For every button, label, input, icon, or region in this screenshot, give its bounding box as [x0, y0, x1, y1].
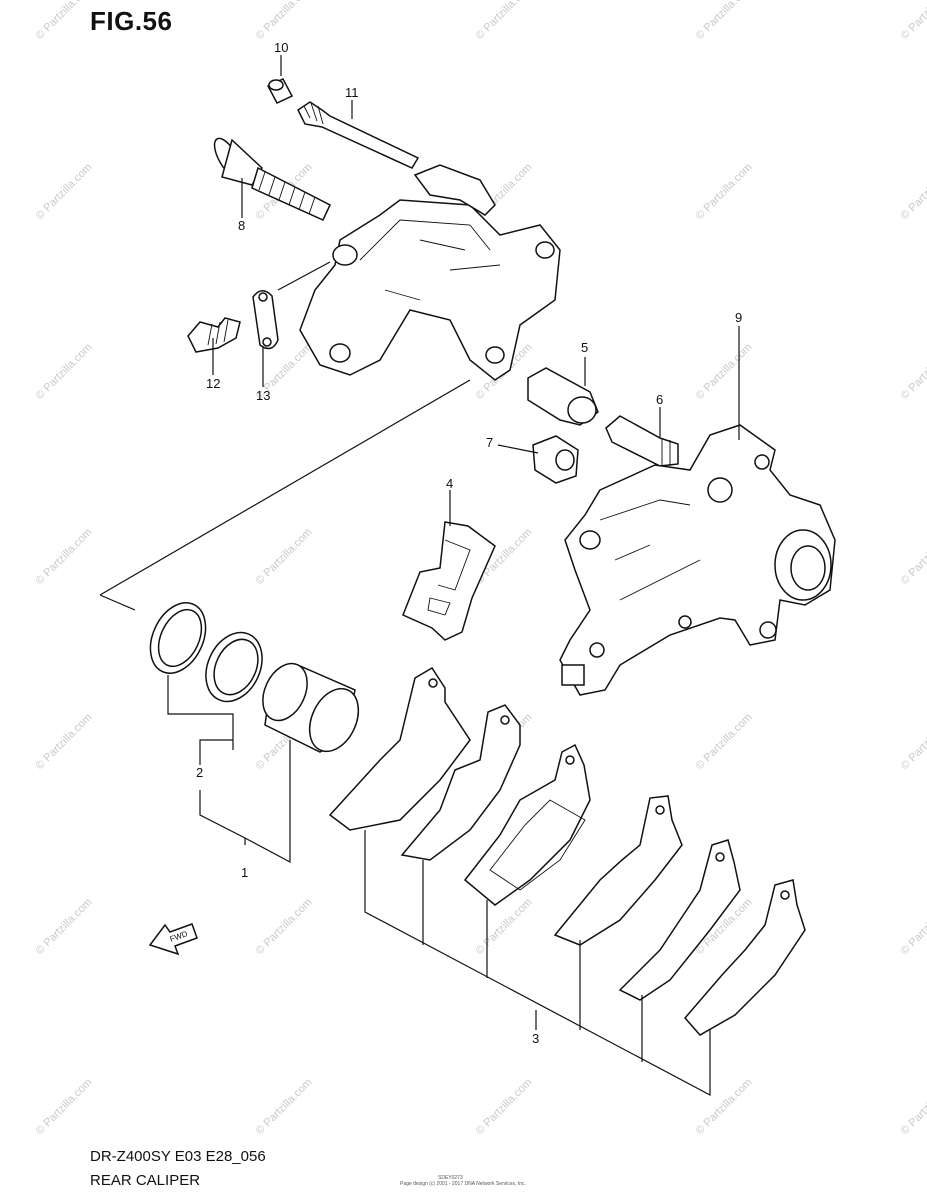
label-8: 8	[238, 218, 245, 233]
label-5: 5	[581, 340, 588, 355]
part-12-bleeder-valve[interactable]	[187, 317, 241, 353]
leader-lines	[99, 55, 740, 1096]
caliper-body[interactable]	[299, 164, 561, 381]
label-12: 12	[206, 376, 220, 391]
fwd-arrow-icon: FWD	[148, 923, 198, 956]
label-1: 1	[241, 865, 248, 880]
watermark-3-4: © Partzilla.com	[899, 526, 927, 587]
part-13-clip[interactable]	[252, 290, 279, 350]
watermark-6-2: © Partzilla.com	[474, 1076, 535, 1137]
watermark-2-3: © Partzilla.com	[694, 341, 755, 402]
watermark-0-0: © Partzilla.com	[34, 0, 95, 42]
part-9-bracket[interactable]	[559, 424, 836, 696]
watermark-5-4: © Partzilla.com	[899, 896, 927, 957]
watermark-0-2: © Partzilla.com	[474, 0, 535, 42]
part-11-pin[interactable]	[297, 101, 420, 169]
part-1-piston[interactable]	[254, 656, 368, 759]
watermark-3-1: © Partzilla.com	[254, 526, 315, 587]
label-10: 10	[274, 40, 288, 55]
watermark-6-4: © Partzilla.com	[899, 1076, 927, 1137]
model-code: DR-Z400SY E03 E28_056	[90, 1148, 266, 1165]
label-4: 4	[446, 476, 453, 491]
watermark-5-1: © Partzilla.com	[254, 896, 315, 957]
diagram-caption: REAR CALIPER	[90, 1172, 201, 1189]
watermark-0-3: © Partzilla.com	[694, 0, 755, 42]
fine-print-code: SDEY0273	[438, 1175, 463, 1181]
figure-title: FIG.56	[90, 6, 173, 36]
watermark-5-2: © Partzilla.com	[474, 896, 535, 957]
part-3-pad-set[interactable]	[328, 666, 806, 1036]
label-9: 9	[735, 310, 742, 325]
label-7: 7	[486, 435, 493, 450]
watermark-4-3: © Partzilla.com	[694, 711, 755, 772]
part-4-pad-spring[interactable]	[402, 521, 496, 641]
watermark-0-4: © Partzilla.com	[899, 0, 927, 42]
label-13: 13	[256, 388, 270, 403]
label-11: 11	[345, 85, 359, 100]
watermark-6-0: © Partzilla.com	[34, 1076, 95, 1137]
watermark-0-1: © Partzilla.com	[254, 0, 315, 42]
part-8-bolt[interactable]	[209, 134, 331, 221]
watermark-4-4: © Partzilla.com	[899, 711, 927, 772]
part-5-sleeve[interactable]	[527, 367, 599, 426]
part-labels: 10 11 8 12 13 5 9 6 7 4 2 1 3	[196, 40, 742, 1046]
watermark-1-4: © Partzilla.com	[899, 161, 927, 222]
watermark-6-3: © Partzilla.com	[694, 1076, 755, 1137]
fine-print: SDEY0273 Page design (c) 2001 - 2017 DNA…	[400, 1175, 526, 1187]
watermark-5-0: © Partzilla.com	[34, 896, 95, 957]
part-10-cap[interactable]	[266, 78, 294, 104]
part-2-seal-outer[interactable]	[140, 594, 217, 682]
watermark-1-0: © Partzilla.com	[34, 161, 95, 222]
part-7-boot[interactable]	[532, 435, 579, 484]
watermark-3-0: © Partzilla.com	[34, 526, 95, 587]
watermark-2-0: © Partzilla.com	[34, 341, 95, 402]
watermark-2-4: © Partzilla.com	[899, 341, 927, 402]
watermark-4-0: © Partzilla.com	[34, 711, 95, 772]
label-3: 3	[532, 1031, 539, 1046]
fine-print-copyright: Page design (c) 2001 - 2017 DNA Network …	[400, 1181, 526, 1187]
part-6-bolt[interactable]	[605, 415, 679, 467]
watermark-1-3: © Partzilla.com	[694, 161, 755, 222]
part-2-seal-inner[interactable]	[195, 623, 273, 710]
watermark-6-1: © Partzilla.com	[254, 1076, 315, 1137]
label-2: 2	[196, 765, 203, 780]
label-6: 6	[656, 392, 663, 407]
